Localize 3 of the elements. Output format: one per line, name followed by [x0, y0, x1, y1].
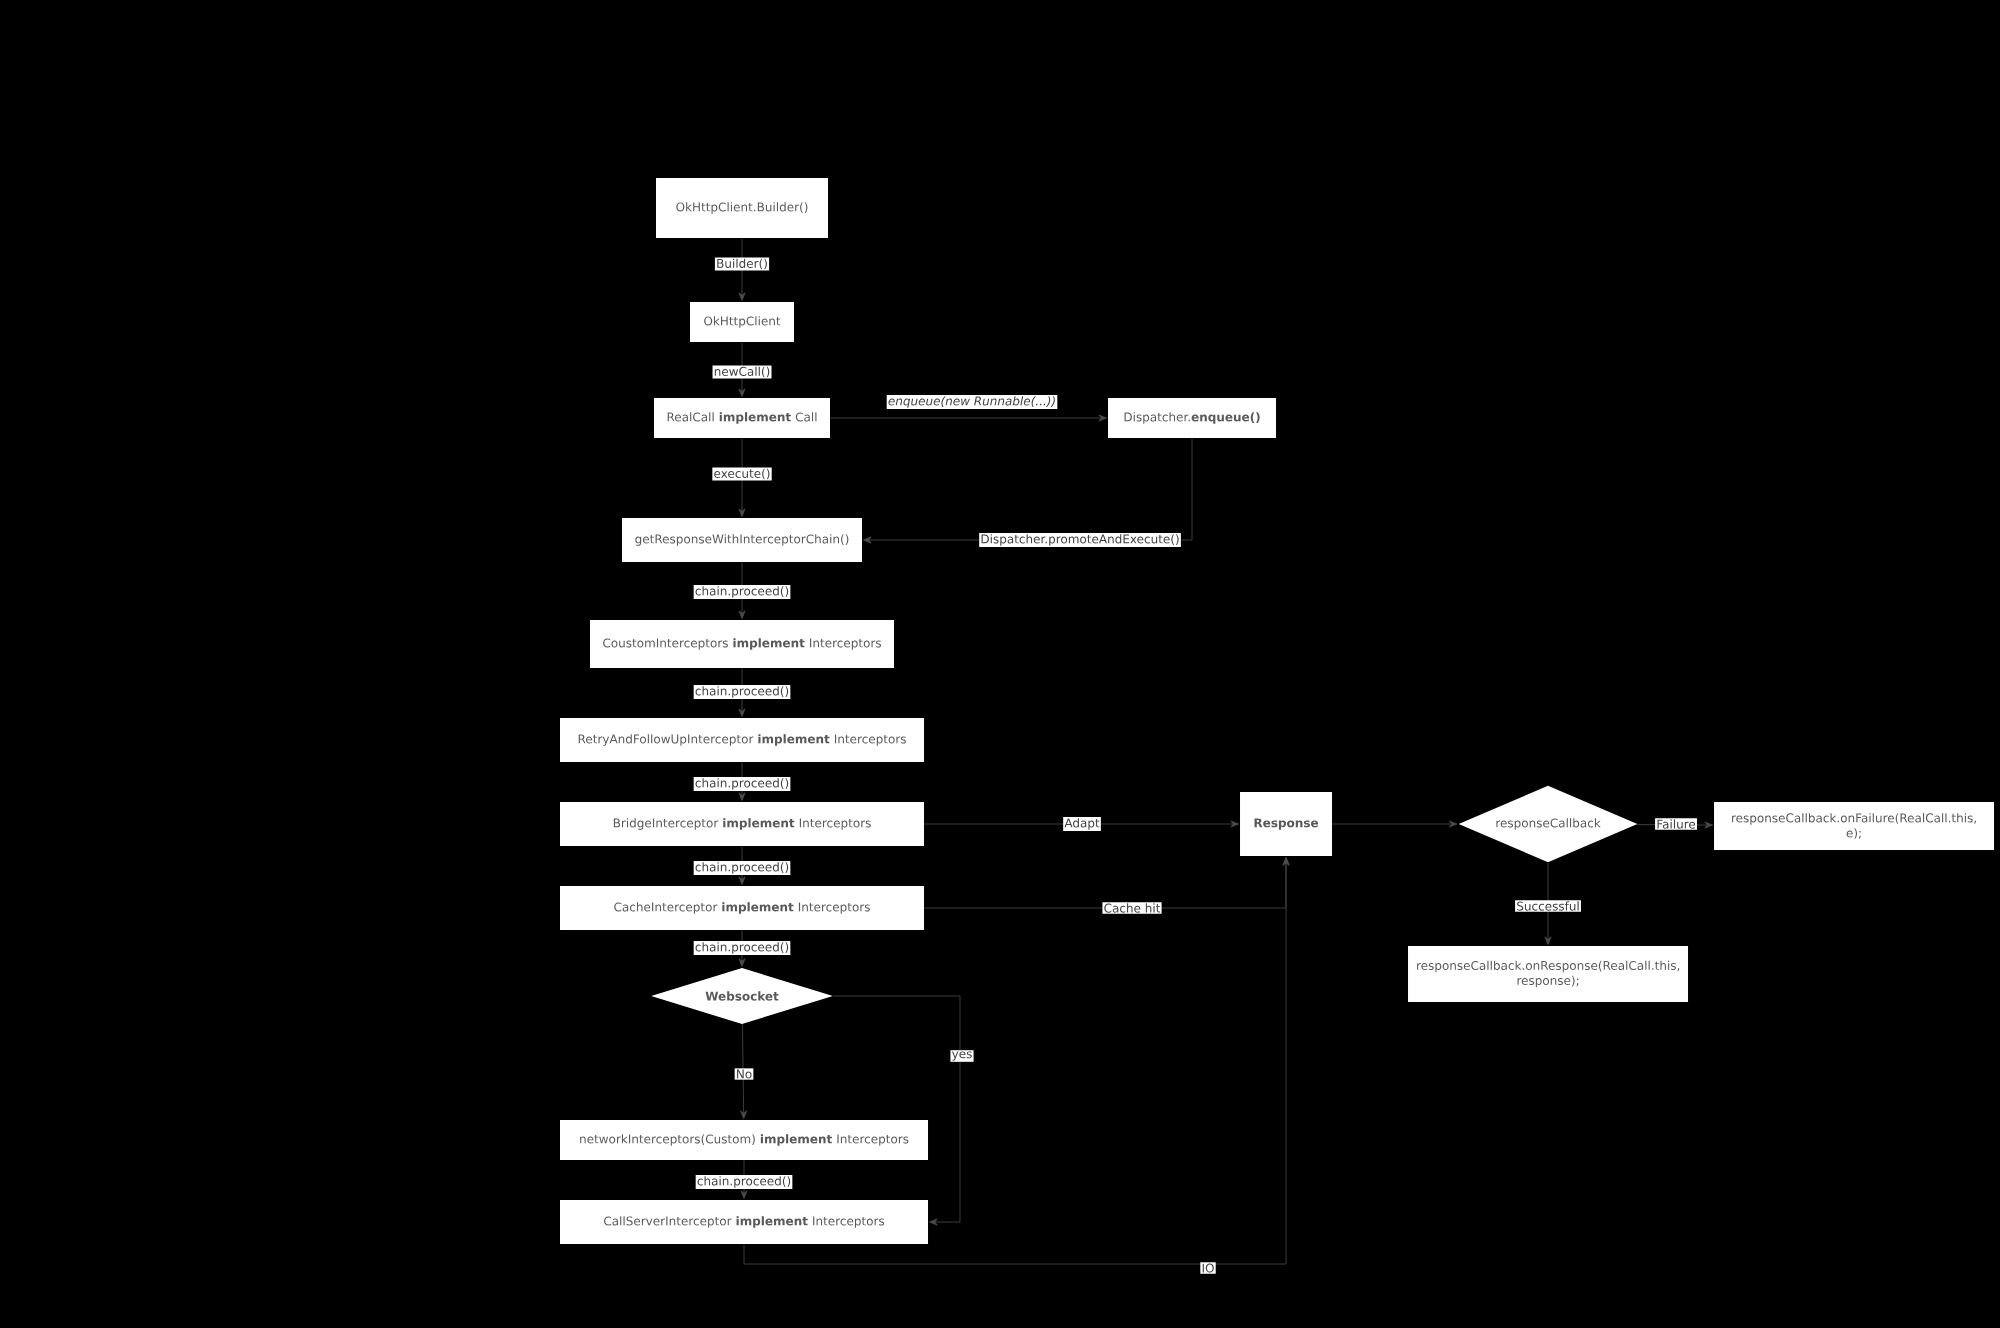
- arrow: [1636, 821, 1713, 829]
- arrow: [833, 995, 961, 1226]
- arrow: [740, 1024, 748, 1119]
